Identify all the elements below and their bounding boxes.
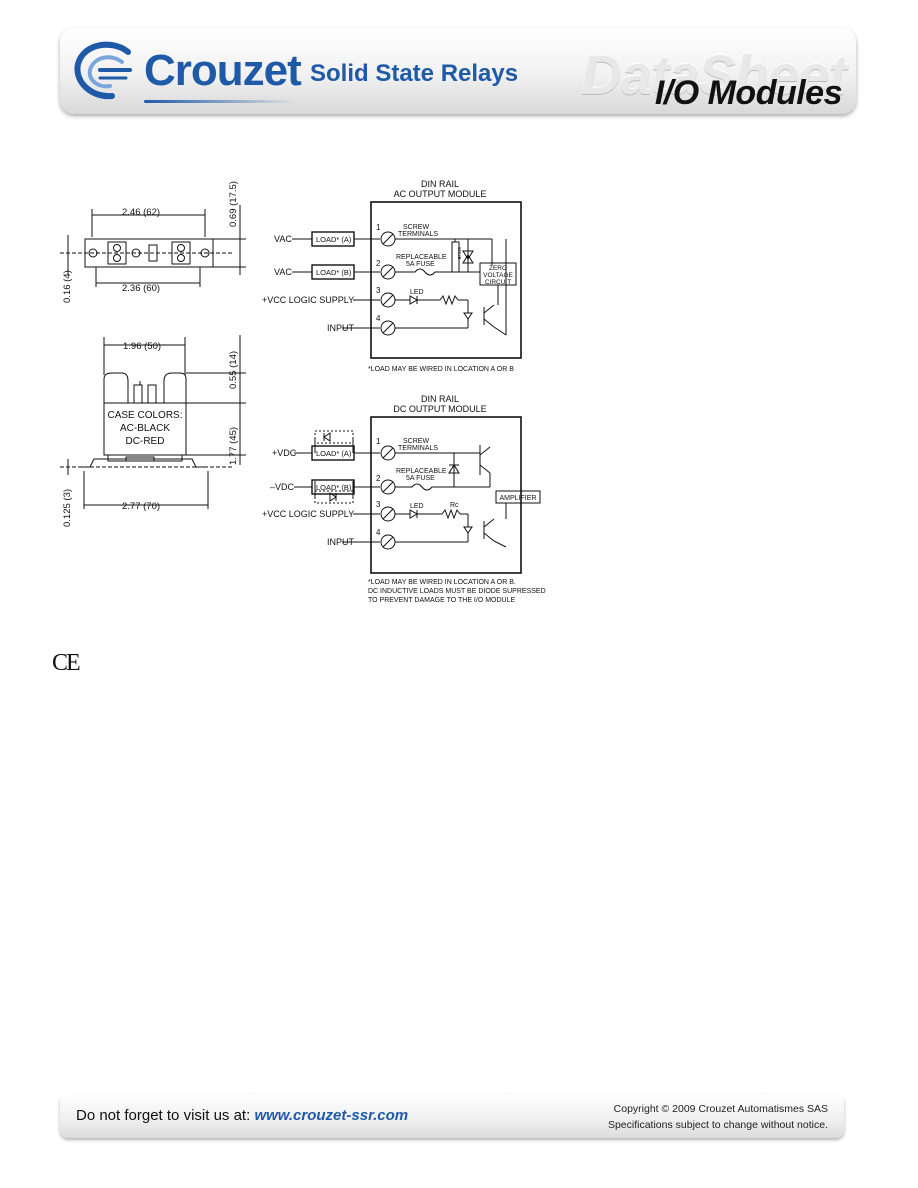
case-colors-title: CASE COLORS: — [107, 410, 182, 421]
footer-banner: Do not forget to visit us at: www.crouze… — [60, 1094, 844, 1138]
dim-body-width: 1.96 (50) — [123, 341, 161, 352]
ac-input-label: INPUT — [327, 323, 355, 333]
dc-terminal-1: 1 — [376, 437, 381, 446]
dc-fuse-label-1: REPLACEABLE — [396, 468, 447, 475]
dim-top-width-inner: 2.36 (60) — [122, 283, 160, 294]
diagram-area: 2.46 (62) 2.36 (60) 0.69 (17.5) 0.16 (4) — [60, 175, 560, 605]
dc-vdc-pos: +VDC — [272, 448, 297, 458]
dc-note-3: TO PREVENT DAMAGE TO THE I/O MODULE — [368, 597, 515, 604]
dim-rail-height: 0.125 (3) — [62, 489, 73, 527]
visit-text-line: Do not forget to visit us at: www.crouze… — [76, 1107, 408, 1124]
ac-screw-label-2: TERMINALS — [398, 231, 438, 238]
ac-terminal-4: 4 — [376, 314, 381, 323]
dc-load-a: LOAD* (A) — [316, 449, 352, 458]
ac-load-a: LOAD* (A) — [316, 235, 352, 244]
ac-terminal-1: 1 — [376, 223, 381, 232]
ac-led-label: LED — [410, 289, 424, 296]
ac-zero-label-1: ZERO — [489, 265, 507, 272]
ac-load-b: LOAD* (B) — [316, 268, 352, 277]
dc-vdc-neg: –VDC — [270, 482, 295, 492]
dc-input-label: INPUT — [327, 537, 355, 547]
ac-zero-label-3: CIRCUIT — [485, 279, 511, 286]
dim-base-width: 2.77 (70) — [122, 501, 160, 512]
case-color-dc: DC-RED — [126, 436, 165, 447]
dim-body-height: 1.77 (45) — [228, 427, 239, 465]
dc-vcc-label: +VCC LOGIC SUPPLY — [262, 509, 354, 519]
dc-screw-label-2: TERMINALS — [398, 445, 438, 452]
ac-snubber-label: SNUB — [457, 247, 462, 260]
ac-title-line1: DIN RAIL — [421, 179, 459, 189]
dim-left-offset: 0.16 (4) — [62, 270, 73, 303]
ac-fuse-label-1: REPLACEABLE — [396, 254, 447, 261]
ac-note: *LOAD MAY BE WIRED IN LOCATION A OR B — [368, 366, 514, 373]
dc-led-label: LED — [410, 503, 424, 510]
dc-terminal-2: 2 — [376, 474, 381, 483]
product-line: Solid State Relays — [310, 60, 519, 87]
dc-screw-label-1: SCREW — [403, 438, 429, 445]
dim-top-height: 0.69 (17.5) — [228, 181, 239, 227]
dc-terminal-3: 3 — [376, 500, 381, 509]
dc-note-1: *LOAD MAY BE WIRED IN LOCATION A OR B. — [368, 579, 516, 586]
dc-terminal-4: 4 — [376, 528, 381, 537]
ac-fuse-label-2: 5A FUSE — [406, 261, 435, 268]
ac-vac-2: VAC — [274, 267, 292, 277]
visit-text: Do not forget to visit us at: — [76, 1107, 251, 1124]
copyright-text: Copyright © 2009 Crouzet Automatismes SA… — [613, 1103, 828, 1115]
ac-terminal-3: 3 — [376, 286, 381, 295]
ce-mark: CE — [52, 650, 81, 676]
dim-terminal-height: 0.55 (14) — [228, 351, 239, 389]
dc-rc-label: Rc — [450, 502, 459, 509]
ac-screw-label-1: SCREW — [403, 224, 429, 231]
brand-name: Crouzet — [144, 46, 302, 95]
brand-underline — [144, 100, 294, 103]
dim-top-width-outer: 2.46 (62) — [122, 207, 160, 218]
datasheet-watermark: DataSheet — [581, 43, 847, 106]
dc-title-line1: DIN RAIL — [421, 394, 459, 404]
copyright-block: Copyright © 2009 Crouzet Automatismes SA… — [608, 1101, 828, 1133]
header-banner: Crouzet Solid State Relays DataSheet I/O… — [60, 28, 856, 114]
case-color-ac: AC-BLACK — [120, 423, 170, 434]
ac-terminal-2: 2 — [376, 259, 381, 268]
website-link[interactable]: www.crouzet-ssr.com — [254, 1107, 409, 1124]
ac-zero-label-2: VOLTAGE — [483, 272, 513, 279]
ac-vac-1: VAC — [274, 234, 292, 244]
dc-note-2: DC INDUCTIVE LOADS MUST BE DIODE SUPRESS… — [368, 588, 546, 595]
ac-vcc-label: +VCC LOGIC SUPPLY — [262, 295, 354, 305]
dc-title-line2: DC OUTPUT MODULE — [393, 404, 486, 414]
ac-title-line2: AC OUTPUT MODULE — [394, 189, 487, 199]
dc-wiring-diagram — [294, 416, 541, 574]
crouzet-logo-icon — [74, 41, 132, 100]
ac-wiring-diagram — [292, 201, 522, 359]
dc-amplifier-label: AMPLIFIER — [500, 495, 537, 502]
mechanical-top-view — [60, 205, 246, 287]
disclaimer-text: Specifications subject to change without… — [607, 1119, 828, 1131]
mechanical-side-view — [60, 335, 246, 509]
technical-drawings: 2.46 (62) 2.36 (60) 0.69 (17.5) 0.16 (4) — [60, 179, 546, 604]
category-title: I/O Modules — [654, 74, 843, 112]
dc-fuse-label-2: 5A FUSE — [406, 475, 435, 482]
dc-load-b: LOAD* (B) — [316, 483, 352, 492]
